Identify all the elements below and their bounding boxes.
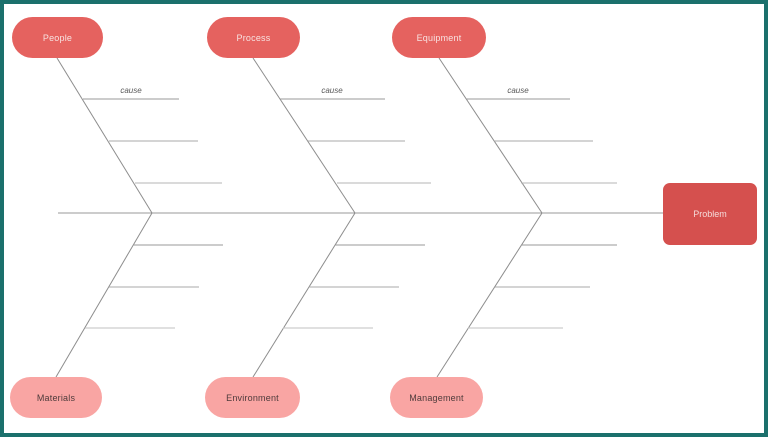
cause-placeholder-process: cause — [321, 86, 343, 95]
category-management[interactable]: Management — [390, 377, 483, 418]
category-materials-label: Materials — [36, 392, 76, 403]
cause-placeholder-equipment: cause — [507, 86, 529, 95]
bone-line-equipment — [438, 57, 543, 214]
category-people[interactable]: People — [12, 17, 103, 58]
cause-placeholder-people: cause — [120, 86, 142, 95]
category-people-label: People — [42, 32, 73, 43]
bone-line-management — [436, 212, 543, 378]
category-environment[interactable]: Environment — [205, 377, 300, 418]
bone-line-process — [252, 57, 356, 214]
category-materials[interactable]: Materials — [10, 377, 102, 418]
problem-node[interactable]: Problem — [663, 183, 757, 245]
category-environment-label: Environment — [226, 392, 279, 403]
category-equipment[interactable]: Equipment — [392, 17, 486, 58]
bone-line-people — [56, 57, 153, 214]
bone-line-environment — [252, 212, 356, 378]
problem-node-label: Problem — [693, 209, 727, 219]
category-management-label: Management — [409, 392, 464, 403]
category-process-label: Process — [236, 32, 271, 43]
category-process[interactable]: Process — [207, 17, 300, 58]
bone-line-materials — [55, 212, 153, 378]
category-equipment-label: Equipment — [416, 32, 462, 43]
